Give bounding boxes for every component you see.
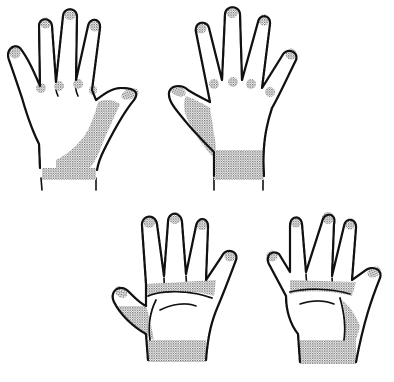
palm-base-shading [298, 340, 356, 364]
hand-back-left [8, 8, 140, 190]
hand-back-right [169, 6, 297, 190]
knuckle-ring [246, 79, 256, 89]
knuckle-pinky [265, 87, 275, 97]
wrist-band [42, 168, 96, 180]
knuckle-index [209, 79, 219, 89]
palm-base-shading [146, 340, 206, 362]
hand-palm-left [112, 212, 236, 362]
wrist-band [214, 150, 264, 180]
knuckle-middle [73, 79, 83, 89]
knuckle-middle [228, 77, 238, 87]
hand-palm-right [267, 212, 383, 364]
